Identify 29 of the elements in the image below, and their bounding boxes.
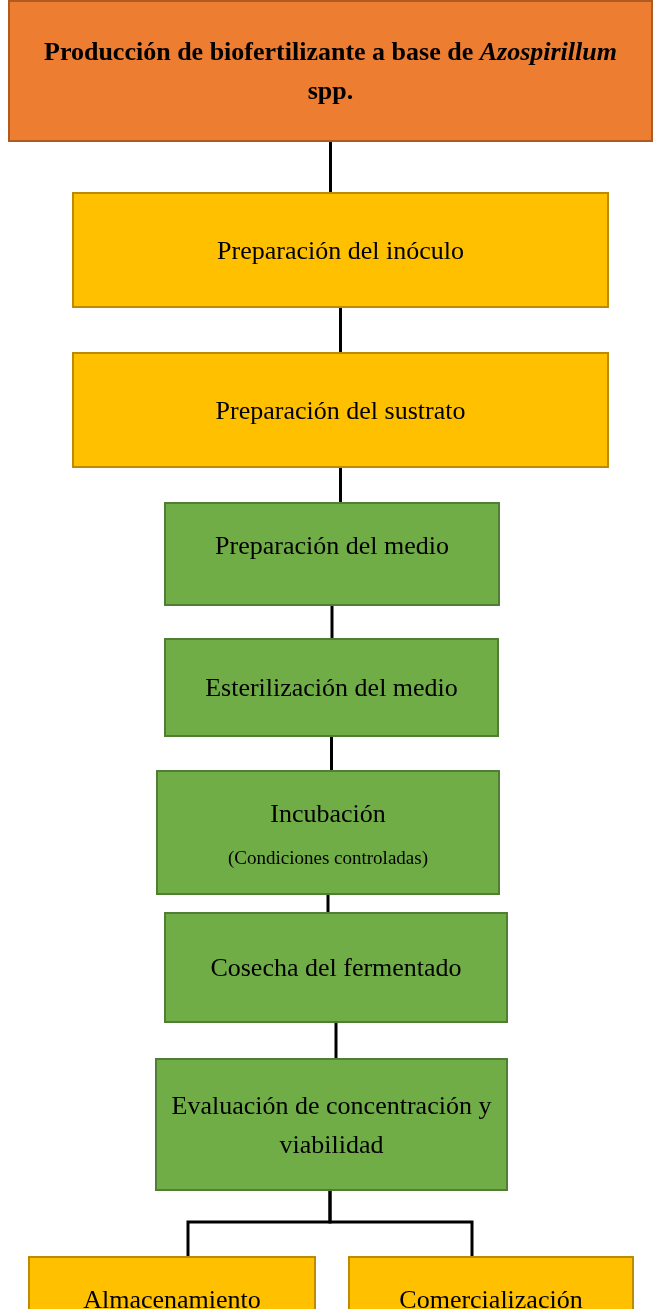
process-box bbox=[28, 1256, 316, 1309]
box-text: Comercialización bbox=[399, 1284, 583, 1309]
box-text: Cosecha del fermentado bbox=[210, 952, 462, 984]
process-box bbox=[348, 1256, 634, 1309]
box-text: Preparación del inóculo bbox=[217, 234, 464, 267]
connector-line bbox=[339, 468, 342, 502]
process-box bbox=[164, 912, 508, 1023]
process-box bbox=[156, 770, 500, 895]
connector-line bbox=[334, 1023, 338, 1058]
box-text: Producción de biofertilizante a base de Azospirillum spp. bbox=[43, 36, 618, 107]
process-box bbox=[164, 502, 500, 606]
process-box bbox=[155, 1058, 508, 1191]
process-box bbox=[164, 638, 499, 737]
box-text: Preparación del sustrato bbox=[215, 394, 466, 427]
title-box bbox=[8, 0, 653, 142]
box-text: Almacenamiento bbox=[83, 1284, 261, 1309]
connector-line bbox=[330, 606, 334, 638]
connector-line bbox=[339, 308, 342, 352]
connector-line bbox=[329, 142, 332, 192]
box-text: Preparación del medio bbox=[215, 530, 449, 562]
connector-line bbox=[330, 737, 333, 770]
connector-line bbox=[328, 1191, 474, 1256]
process-box bbox=[72, 192, 609, 308]
process-box bbox=[72, 352, 609, 468]
connector-line bbox=[326, 895, 330, 912]
box-text: Esterilización del medio bbox=[205, 672, 458, 704]
box-text: Incubación bbox=[270, 798, 386, 830]
box-text: Evaluación de concentración y viabilidad bbox=[170, 1089, 493, 1161]
box-note: (Condiciones controladas) bbox=[228, 847, 428, 870]
